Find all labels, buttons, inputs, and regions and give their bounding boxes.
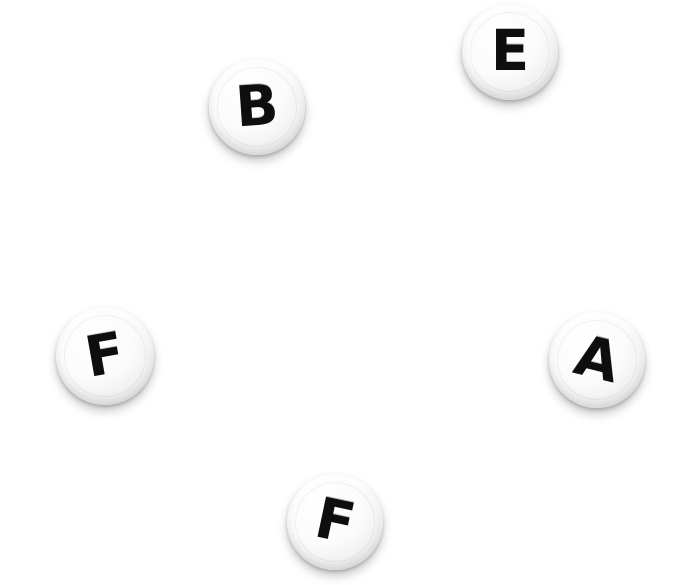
bead-letter: A [568,322,627,397]
letter-bead-a: A [549,312,645,408]
letter-bead-f-bottom: F [287,474,383,570]
letter-bead-b: B [209,59,305,155]
bead-letter: E [490,19,530,84]
bead-letter: F [80,320,130,391]
bead-letter: B [233,72,281,141]
letter-bead-e: E [462,4,558,100]
letter-bead-f-left: F [56,307,154,405]
bead-letter: F [309,485,361,558]
